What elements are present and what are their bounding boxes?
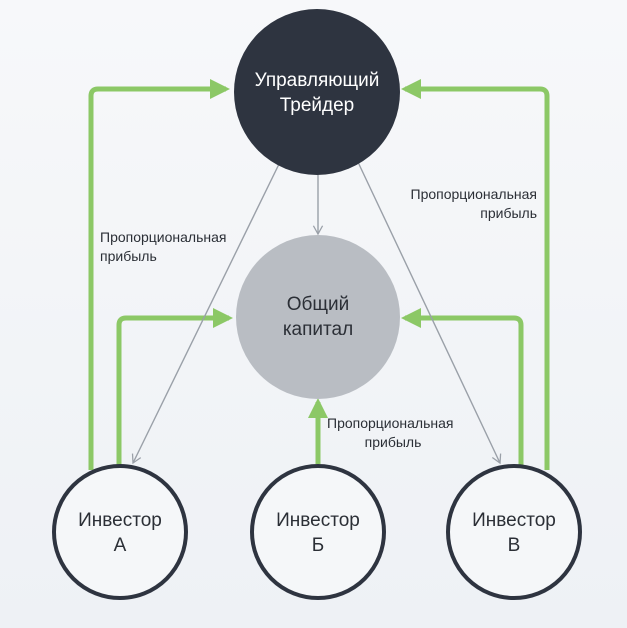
right-profit-label-line1: Пропорциональная	[411, 186, 538, 202]
investor-c-label-line2: В	[508, 535, 521, 556]
capital-label-line1: Общий	[287, 294, 350, 315]
center-profit-label-line2: прибыль	[365, 434, 422, 450]
left-profit-label: Пропорциональная прибыль	[100, 229, 227, 264]
investor-b-circle	[250, 464, 386, 600]
investor-c-circle	[446, 464, 582, 600]
trader-label-line1: Управляющий	[255, 70, 380, 91]
profit-trader-to-investor-c	[356, 159, 502, 465]
flow-investor-a-to-capital	[116, 308, 233, 472]
trader-circle	[234, 9, 400, 175]
left-profit-label-line1: Пропорциональная	[100, 229, 227, 245]
right-profit-label-line2: прибыль	[480, 205, 537, 221]
capital-node: Общий капитал	[236, 235, 400, 399]
capital-label-line2: капитал	[283, 319, 353, 340]
investor-c-node: Инвестор В	[446, 464, 582, 600]
flow-investor-c-to-trader	[401, 79, 550, 470]
right-profit-label: Пропорциональная прибыль	[411, 186, 538, 221]
investor-b-label-line1: Инвестор	[276, 510, 360, 531]
investor-b-label-line2: Б	[312, 535, 324, 556]
center-profit-label: Пропорциональная прибыль	[327, 415, 454, 450]
investor-a-label-line2: А	[114, 535, 127, 556]
profit-trader-to-investor-a	[131, 159, 282, 465]
left-profit-label-line2: прибыль	[100, 248, 157, 264]
trader-node: Управляющий Трейдер	[234, 9, 400, 175]
capital-circle	[236, 235, 400, 399]
trader-label-line2: Трейдер	[280, 95, 355, 116]
investor-a-label-line1: Инвестор	[78, 510, 162, 531]
flow-investor-a-to-trader	[88, 79, 230, 470]
flow-investor-c-to-capital	[401, 308, 524, 472]
investor-a-circle	[52, 464, 188, 600]
center-profit-label-line1: Пропорциональная	[327, 415, 454, 431]
investor-b-node: Инвестор Б	[250, 464, 386, 600]
investor-a-node: Инвестор А	[52, 464, 188, 600]
investor-c-label-line1: Инвестор	[472, 510, 556, 531]
